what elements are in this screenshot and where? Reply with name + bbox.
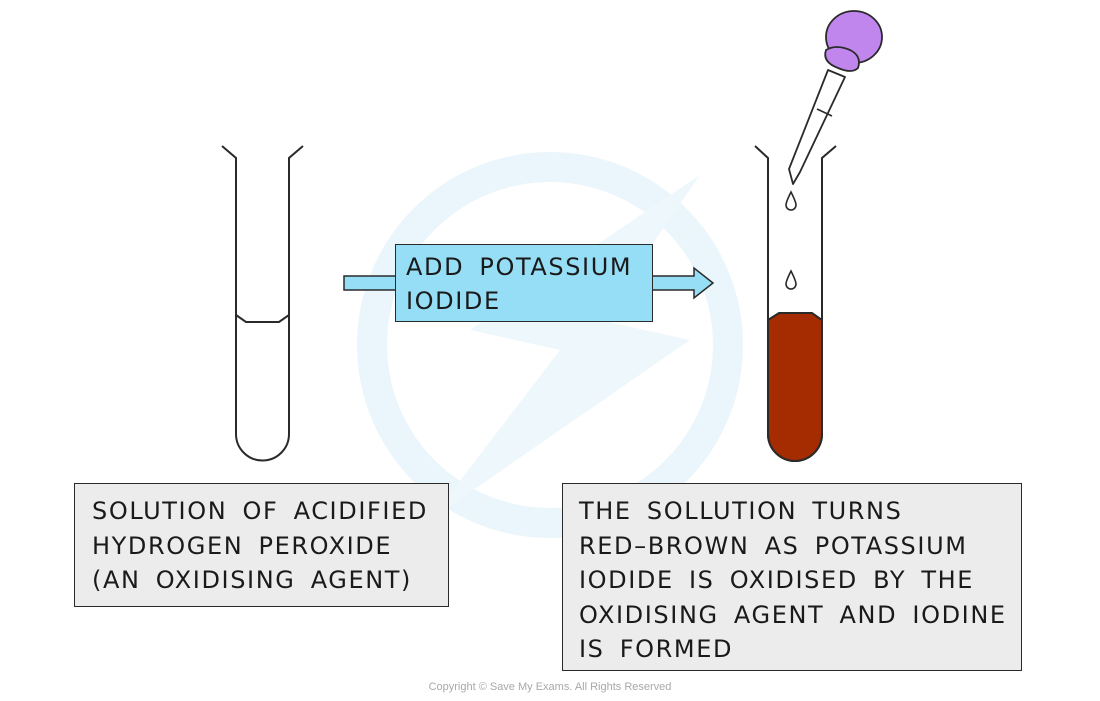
arrow-tail [343,275,397,291]
arrow-label-line-2: IODIDE [406,287,501,315]
watermark-logo [357,152,743,538]
left-tube-wall [221,145,304,462]
droplet-lower [785,269,797,290]
right-label-line-4: OXIDISING AGENT AND IODINE [579,600,1007,629]
left-label-line-1: SOLUTION OF ACIDIFIED [92,497,428,525]
left-label-line-2: HYDROGEN PEROXIDE [92,531,393,560]
left-tube-meniscus [235,314,290,323]
process-arrow [343,266,715,300]
arrow-head [651,266,715,300]
arrow-label-box: ADD POTASSIUM IODIDE [395,244,653,322]
right-test-tube [754,145,837,462]
left-test-tube [221,145,304,462]
droplet-upper [785,190,797,211]
right-label-line-2: RED–BROWN AS POTASSIUM [579,531,968,560]
right-label-line-1: THE SOLLUTION TURNS [579,497,903,525]
dropper [788,10,883,185]
right-description-box: THE SOLLUTION TURNS RED–BROWN AS POTASSI… [562,483,1022,671]
arrow-label-line-1: ADD POTASSIUM [406,253,633,281]
right-tube-wall [754,145,837,462]
left-tube-liquid [236,320,289,461]
right-label-line-5: IS FORMED [579,635,734,663]
copyright-notice: Copyright © Save My Exams. All Rights Re… [428,681,672,693]
dropper-tube [788,69,846,185]
right-tube-liquid [767,312,823,462]
dropper-collar [824,46,860,72]
dropper-fluid-line [816,108,833,117]
watermark-ring [357,152,743,538]
right-label-line-3: IODIDE IS OXIDISED BY THE [579,566,974,594]
left-label-line-3: (AN OXIDISING AGENT) [92,566,413,594]
left-description-box: SOLUTION OF ACIDIFIED HYDROGEN PEROXIDE … [74,483,449,607]
